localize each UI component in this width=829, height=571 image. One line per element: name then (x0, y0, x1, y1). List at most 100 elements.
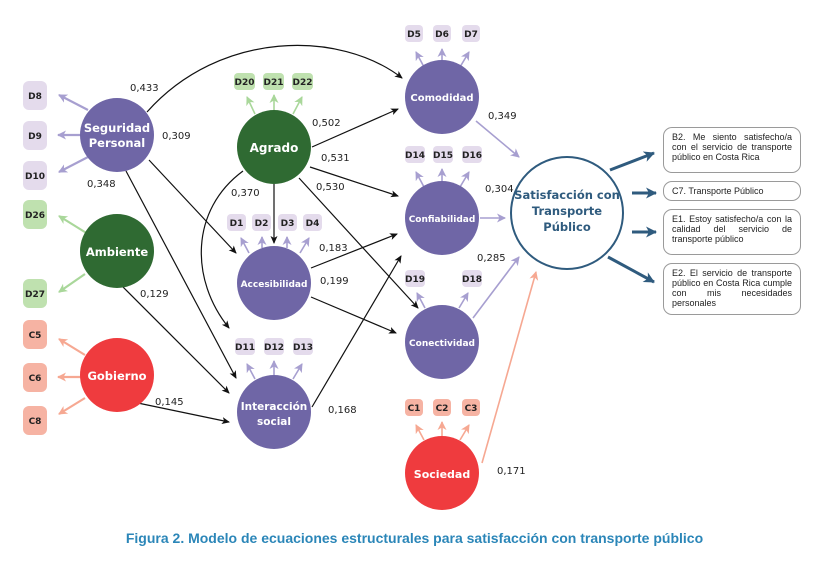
path-seguridad-interaccion (125, 170, 237, 379)
node-gobierno: Gobierno (80, 338, 154, 412)
indicator-d18: D18 (462, 270, 482, 287)
node-accesibilidad: Accesibilidad (237, 246, 311, 320)
node-confiabilidad: Confiabilidad (405, 181, 479, 255)
indicator-arrows (57, 48, 470, 441)
svg-text:C3: C3 (465, 404, 478, 414)
svg-text:D10: D10 (25, 172, 45, 182)
indicator-c5: C5 (23, 320, 47, 349)
svg-text:D22: D22 (293, 78, 313, 88)
indicator-c1: C1 (405, 399, 423, 416)
outcome-item-e2: E2. El servicio de transporte público en… (663, 263, 801, 315)
svg-text:Confiabilidad: Confiabilidad (409, 215, 476, 225)
svg-text:Interacción: Interacción (241, 401, 308, 413)
indicator-d15: D15 (433, 146, 453, 163)
coef-accesibilidad-confiabilidad: 0,183 (319, 243, 348, 254)
svg-text:D4: D4 (306, 219, 320, 229)
path-coefficients: 0,433 0,309 0,348 0,129 0,145 0,502 0,53… (87, 83, 526, 477)
coef-confiabilidad-satisfaccion: 0,304 (485, 184, 514, 195)
path-interaccion-confiabilidad (311, 255, 402, 408)
svg-text:D19: D19 (405, 275, 425, 285)
indicator-c2: C2 (433, 399, 451, 416)
satisfaction-paths (472, 120, 539, 464)
indicator-d8: D8 (23, 81, 47, 110)
coef-agrado-interaccion: 0,370 (231, 188, 260, 199)
path-agrado-conectividad (298, 177, 419, 309)
coef-accesibilidad-conectividad: 0,199 (320, 276, 349, 287)
indicator-d6: D6 (433, 25, 451, 42)
indicator-c6: C6 (23, 363, 47, 392)
svg-text:Agrado: Agrado (250, 141, 299, 155)
path-agrado-interaccion (200, 170, 244, 329)
coef-conectividad-satisfaccion: 0,285 (477, 253, 506, 264)
svg-text:C5: C5 (29, 331, 42, 341)
svg-text:D12: D12 (264, 343, 284, 353)
svg-text:Conectividad: Conectividad (409, 339, 475, 349)
outcome-item-c7: C7. Transporte Público (663, 181, 801, 201)
coef-sociedad-satisfaccion: 0,171 (497, 466, 526, 477)
svg-text:D13: D13 (293, 343, 313, 353)
indicator-d13: D13 (293, 338, 313, 355)
indicator-d10: D10 (23, 161, 47, 190)
coef-agrado-confiabilidad: 0,531 (321, 153, 350, 164)
coef-agrado-comodidad: 0,502 (312, 118, 341, 129)
svg-text:D15: D15 (433, 151, 453, 161)
arrow-to-b2 (609, 151, 655, 172)
svg-text:D5: D5 (407, 30, 421, 40)
path-seguridad-accesibilidad (148, 159, 237, 254)
svg-text:Gobierno: Gobierno (87, 369, 146, 383)
indicator-boxes: D8 D9 D10 D26 D27 C5 C6 C8 D20 D21 D22 D… (23, 25, 482, 435)
svg-text:Accesibilidad: Accesibilidad (241, 280, 308, 290)
node-sociedad: Sociedad (405, 436, 479, 510)
node-satisfaccion: Satisfacción con Transporte Público (510, 156, 624, 270)
node-seguridad-personal: Seguridad Personal (80, 98, 154, 172)
svg-text:Sociedad: Sociedad (414, 468, 470, 481)
indicator-c3: C3 (462, 399, 480, 416)
svg-text:C1: C1 (408, 404, 421, 414)
indicator-d11: D11 (235, 338, 255, 355)
indicator-d16: D16 (462, 146, 482, 163)
path-agrado-confiabilidad (309, 166, 399, 198)
indicator-d1: D1 (227, 214, 246, 231)
indicator-c8: C8 (23, 406, 47, 435)
coef-interaccion-confiabilidad: 0,168 (328, 405, 357, 416)
svg-text:D8: D8 (28, 92, 42, 102)
svg-text:D27: D27 (25, 290, 45, 300)
coef-seguridad-accesibilidad: 0,309 (162, 131, 191, 142)
svg-text:Comodidad: Comodidad (410, 93, 473, 104)
indicator-d22: D22 (292, 73, 313, 90)
svg-text:D6: D6 (435, 30, 449, 40)
indicator-d27: D27 (23, 279, 47, 308)
indicator-d4: D4 (303, 214, 322, 231)
indicator-d26: D26 (23, 200, 47, 229)
coef-agrado-conectividad: 0,530 (316, 182, 345, 193)
path-accesibilidad-conectividad (310, 296, 397, 334)
arrow-to-e2 (607, 255, 655, 284)
svg-text:D18: D18 (462, 275, 482, 285)
svg-text:D3: D3 (281, 219, 295, 229)
svg-text:D1: D1 (230, 219, 244, 229)
path-seguridad-comodidad (146, 44, 403, 113)
outcome-item-e1: E1. Estoy satisfecho/a con la calidad de… (663, 209, 801, 255)
svg-text:Seguridad: Seguridad (84, 121, 150, 135)
node-ambiente: Ambiente (80, 214, 154, 288)
indicator-d14: D14 (405, 146, 425, 163)
path-gobierno-interaccion (132, 401, 230, 424)
svg-text:Personal: Personal (89, 136, 146, 150)
path-agrado-comodidad (311, 108, 399, 148)
svg-text:C8: C8 (29, 417, 42, 427)
node-interaccion-social: Interacción social (237, 375, 311, 449)
coef-ambiente-interaccion: 0,129 (140, 289, 169, 300)
indicator-d19: D19 (405, 270, 425, 287)
svg-text:Ambiente: Ambiente (86, 245, 149, 259)
coef-gobierno-interaccion: 0,145 (155, 397, 184, 408)
svg-text:social: social (257, 416, 291, 428)
svg-text:D9: D9 (28, 132, 42, 142)
node-comodidad: Comodidad (405, 60, 479, 134)
path-accesibilidad-confiabilidad (310, 233, 398, 269)
coef-comodidad-satisfaccion: 0,349 (488, 111, 517, 122)
svg-text:D2: D2 (255, 219, 269, 229)
path-conectividad-satisfaccion (472, 256, 520, 319)
outcome-arrows (607, 151, 657, 284)
coef-seguridad-interaccion: 0,348 (87, 179, 116, 190)
svg-text:D7: D7 (464, 30, 478, 40)
